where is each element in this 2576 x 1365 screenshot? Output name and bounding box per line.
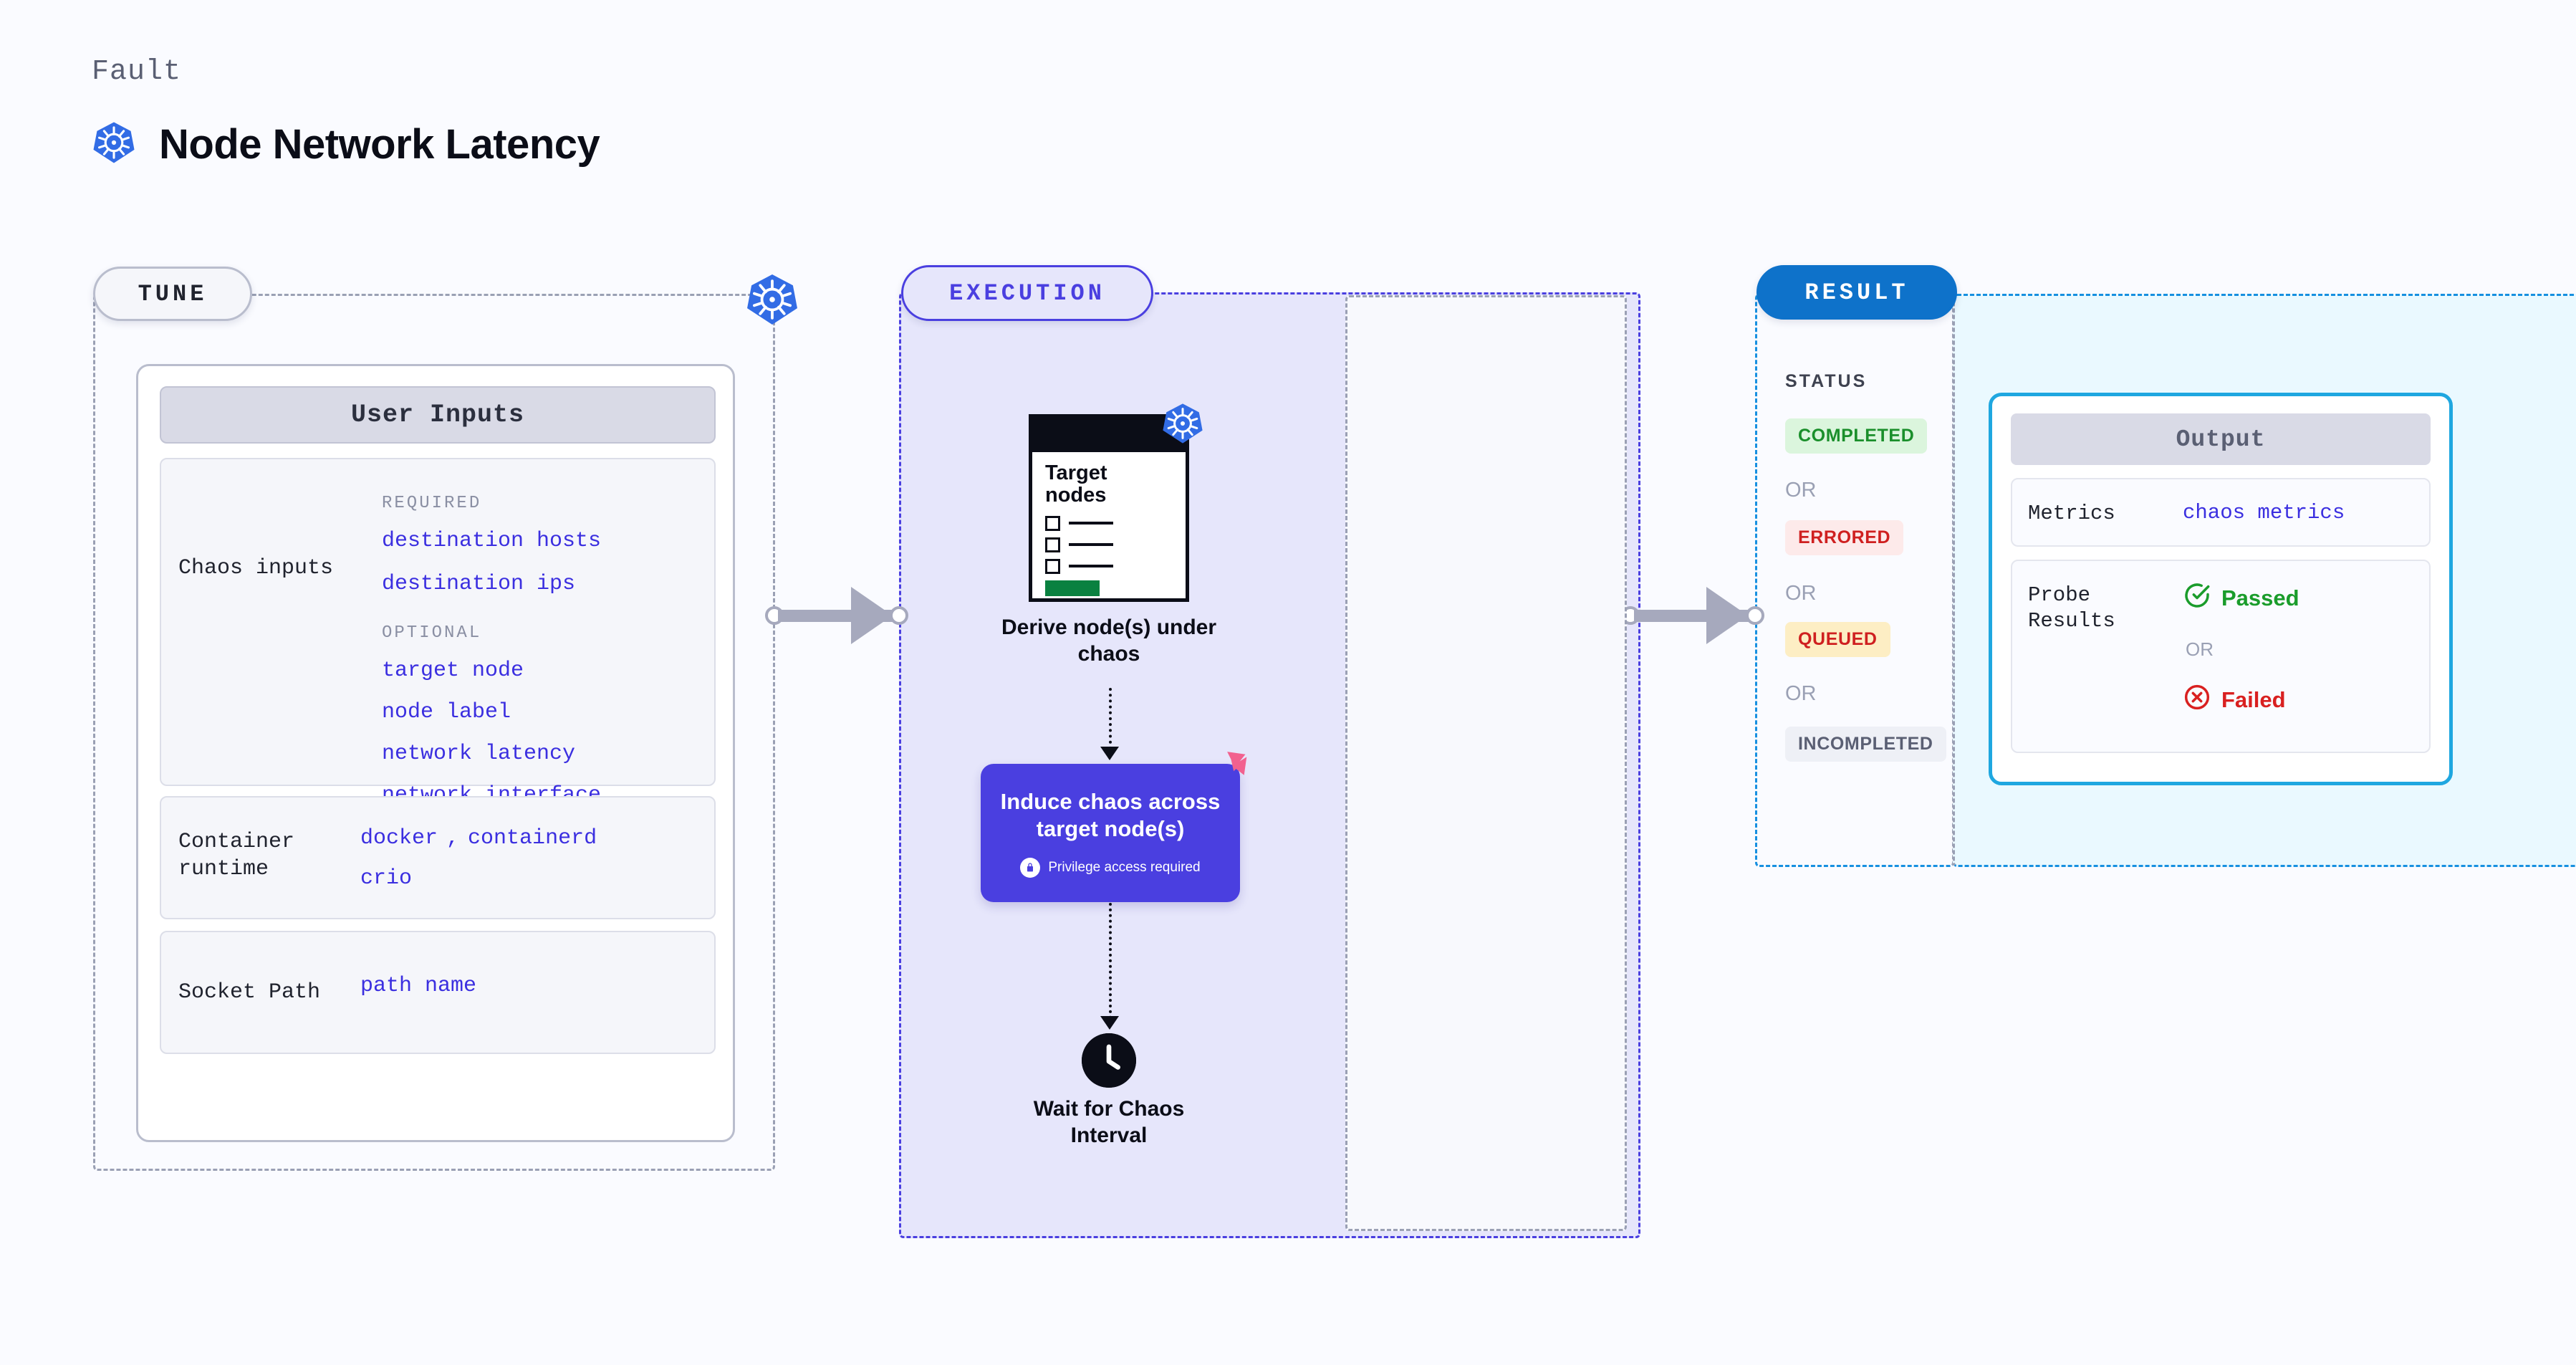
failed-text: Failed [2221, 687, 2286, 712]
flow-connector [1109, 688, 1112, 749]
container-runtime-label: Container [178, 830, 295, 854]
chaos-input-value: destination ips [382, 572, 576, 596]
probe-results-row: Probe Results Passed OR [2011, 560, 2431, 753]
check-circle-icon [2183, 581, 2211, 616]
runtime-value: crio [360, 866, 413, 891]
induce-chaos-title: Induce chaos across target node(s) [1000, 789, 1221, 841]
chaos-inputs-box: Chaos inputs REQUIRED destination hosts … [160, 458, 716, 808]
socket-path-box: Socket Path path name [160, 931, 716, 1054]
induce-chaos-step: Induce chaos across target node(s) Privi… [981, 752, 1247, 902]
container-runtime-box: Container runtime docker , containerd cr… [160, 796, 716, 919]
status-title: STATUS [1785, 371, 1868, 391]
kubernetes-icon [92, 120, 136, 168]
privilege-note-text: Privilege access required [1048, 859, 1201, 875]
step-derive-nodes: Derive node(s) under chaos [1001, 616, 1217, 666]
socket-path-label: Socket Path [178, 980, 321, 1005]
status-badge-errored: ERRORED [1785, 520, 1904, 555]
status-badge-incompleted: INCOMPLETED [1785, 727, 1946, 762]
probe-result-passed: Passed [2183, 581, 2299, 616]
or-label: OR [2186, 638, 2214, 660]
user-inputs-title: User Inputs [160, 386, 716, 444]
runtime-value: docker [360, 826, 438, 851]
arrow-head-icon [1100, 1016, 1119, 1030]
metrics-row: Metrics chaos metrics [2011, 478, 2431, 547]
status-badge-queued: QUEUED [1785, 622, 1890, 657]
list-item [1045, 515, 1173, 531]
or-label: OR [1785, 582, 1817, 605]
output-card: Output Metrics chaos metrics Probe Resul… [1989, 393, 2453, 785]
checkbox-icon [1045, 515, 1060, 531]
or-label: OR [1785, 682, 1817, 705]
target-nodes-card: Target nodes [1029, 403, 1203, 602]
result-label-pill: RESULT [1756, 265, 1957, 320]
target-nodes-title: Target [1045, 461, 1107, 484]
page-header: Node Network Latency [92, 120, 600, 168]
chaos-input-value: node label [382, 700, 511, 724]
probes-section [1345, 295, 1627, 1231]
output-title: Output [2011, 413, 2431, 465]
x-circle-icon [2183, 683, 2211, 717]
tune-label-pill: TUNE [93, 267, 252, 321]
card-titlebar [1032, 418, 1186, 452]
chaos-input-value: network latency [382, 742, 576, 766]
step-wait-interval: Wait for Chaos Interval [1033, 1097, 1185, 1147]
probe-results-label-2: Results [2028, 609, 2115, 633]
lock-icon [1020, 857, 1041, 878]
node-checklist [1045, 515, 1173, 574]
runtime-separator: , [446, 826, 460, 851]
list-item [1045, 558, 1173, 574]
passed-text: Passed [2221, 585, 2299, 610]
list-item [1045, 537, 1173, 552]
probe-result-failed: Failed [2183, 683, 2286, 717]
required-tag: REQUIRED [382, 494, 482, 513]
metrics-value: chaos metrics [2183, 501, 2345, 525]
placeholder-line [1069, 543, 1113, 547]
chaos-input-value: target node [382, 658, 524, 683]
page-title: Node Network Latency [159, 121, 600, 168]
flow-connector [1109, 903, 1112, 1019]
privilege-note: Privilege access required [1020, 857, 1201, 878]
arrow-head-icon [1100, 747, 1119, 760]
kubernetes-icon [1161, 402, 1204, 449]
clock-icon [1082, 1033, 1136, 1088]
page-kicker: Fault [92, 56, 182, 88]
placeholder-line [1069, 522, 1113, 525]
checkbox-icon [1045, 537, 1060, 552]
user-inputs-card: User Inputs Chaos inputs REQUIRED destin… [136, 364, 735, 1142]
container-runtime-label-2: runtime [178, 856, 269, 881]
socket-path-value: path name [360, 974, 477, 998]
checkbox-icon [1045, 558, 1060, 574]
optional-tag: OPTIONAL [382, 623, 482, 643]
chaos-inputs-label: Chaos inputs [178, 556, 334, 580]
probe-results-label: Probe [2028, 583, 2091, 607]
litmuschaos-icon [1214, 745, 1256, 790]
metrics-label: Metrics [2028, 502, 2115, 525]
progress-bar [1045, 580, 1100, 596]
target-nodes-title-2: nodes [1045, 484, 1107, 507]
kubernetes-icon [745, 272, 799, 330]
execution-label-pill: EXECUTION [901, 265, 1153, 321]
or-label: OR [1785, 479, 1817, 502]
runtime-value: containerd [468, 826, 597, 851]
result-status-section [1755, 294, 1954, 867]
placeholder-line [1069, 565, 1113, 568]
status-badge-completed: COMPLETED [1785, 418, 1928, 454]
chaos-input-value: destination hosts [382, 529, 602, 553]
